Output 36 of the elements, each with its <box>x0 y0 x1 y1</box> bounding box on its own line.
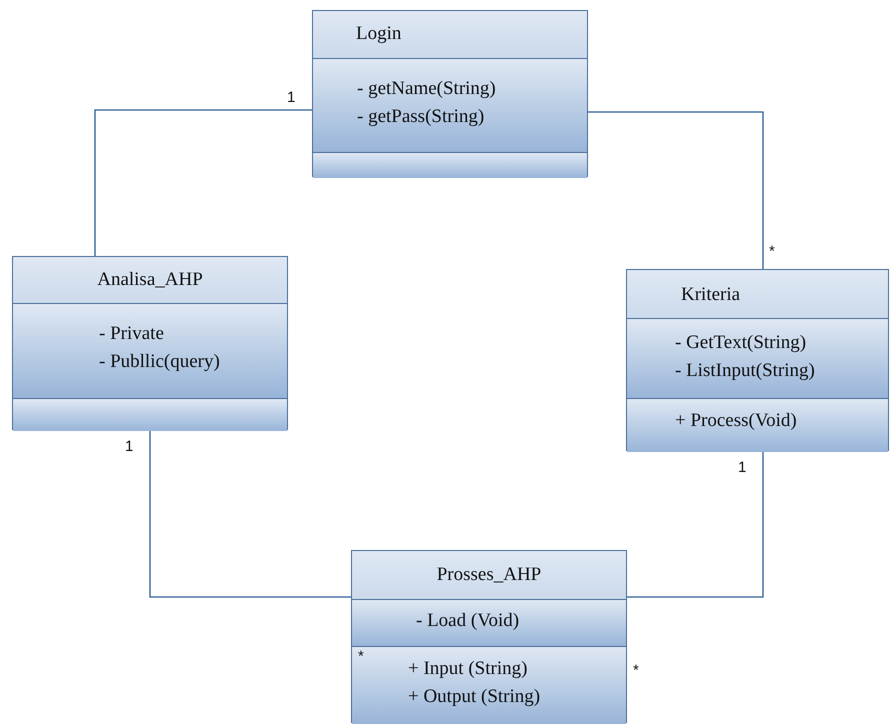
class-member: + Process(Void) <box>675 409 797 433</box>
class-compartment <box>352 646 626 724</box>
multiplicity-label: * <box>769 243 775 260</box>
association-line <box>149 430 351 598</box>
class-name: Prosses_AHP <box>436 563 542 587</box>
class-name: Login <box>356 22 402 46</box>
multiplicity-label: * <box>633 662 639 679</box>
class-member: - Load (Void) <box>416 609 520 633</box>
class-member: - GetText(String) <box>675 331 806 355</box>
class-box <box>626 269 889 451</box>
multiplicity-label: 1 <box>287 89 296 106</box>
multiplicity-label: 1 <box>125 438 134 455</box>
class-compartment <box>627 318 888 398</box>
association-line <box>94 109 312 256</box>
class-compartment <box>352 599 626 646</box>
association-line <box>627 451 764 598</box>
class-member: - getPass(String) <box>357 105 484 129</box>
multiplicity-label: * <box>358 648 364 665</box>
class-name: Kriteria <box>681 283 740 307</box>
class-member: - Private <box>99 322 164 346</box>
class-box <box>312 10 588 177</box>
association-line <box>588 111 764 269</box>
class-member: - getName(String) <box>357 77 496 101</box>
class-member: + Output (String) <box>408 685 540 709</box>
class-compartment <box>627 398 888 452</box>
class-box <box>351 550 627 723</box>
class-member: - ListInput(String) <box>675 359 815 383</box>
class-member: + Input (String) <box>408 657 528 681</box>
class-compartment <box>13 303 287 398</box>
class-compartment <box>313 58 587 152</box>
class-member: - Publlic(query) <box>99 350 220 374</box>
multiplicity-label: 1 <box>738 459 746 476</box>
empty-compartment <box>13 398 287 431</box>
class-name: Analisa_AHP <box>96 268 204 292</box>
class-box <box>12 256 288 430</box>
empty-compartment <box>313 152 587 178</box>
